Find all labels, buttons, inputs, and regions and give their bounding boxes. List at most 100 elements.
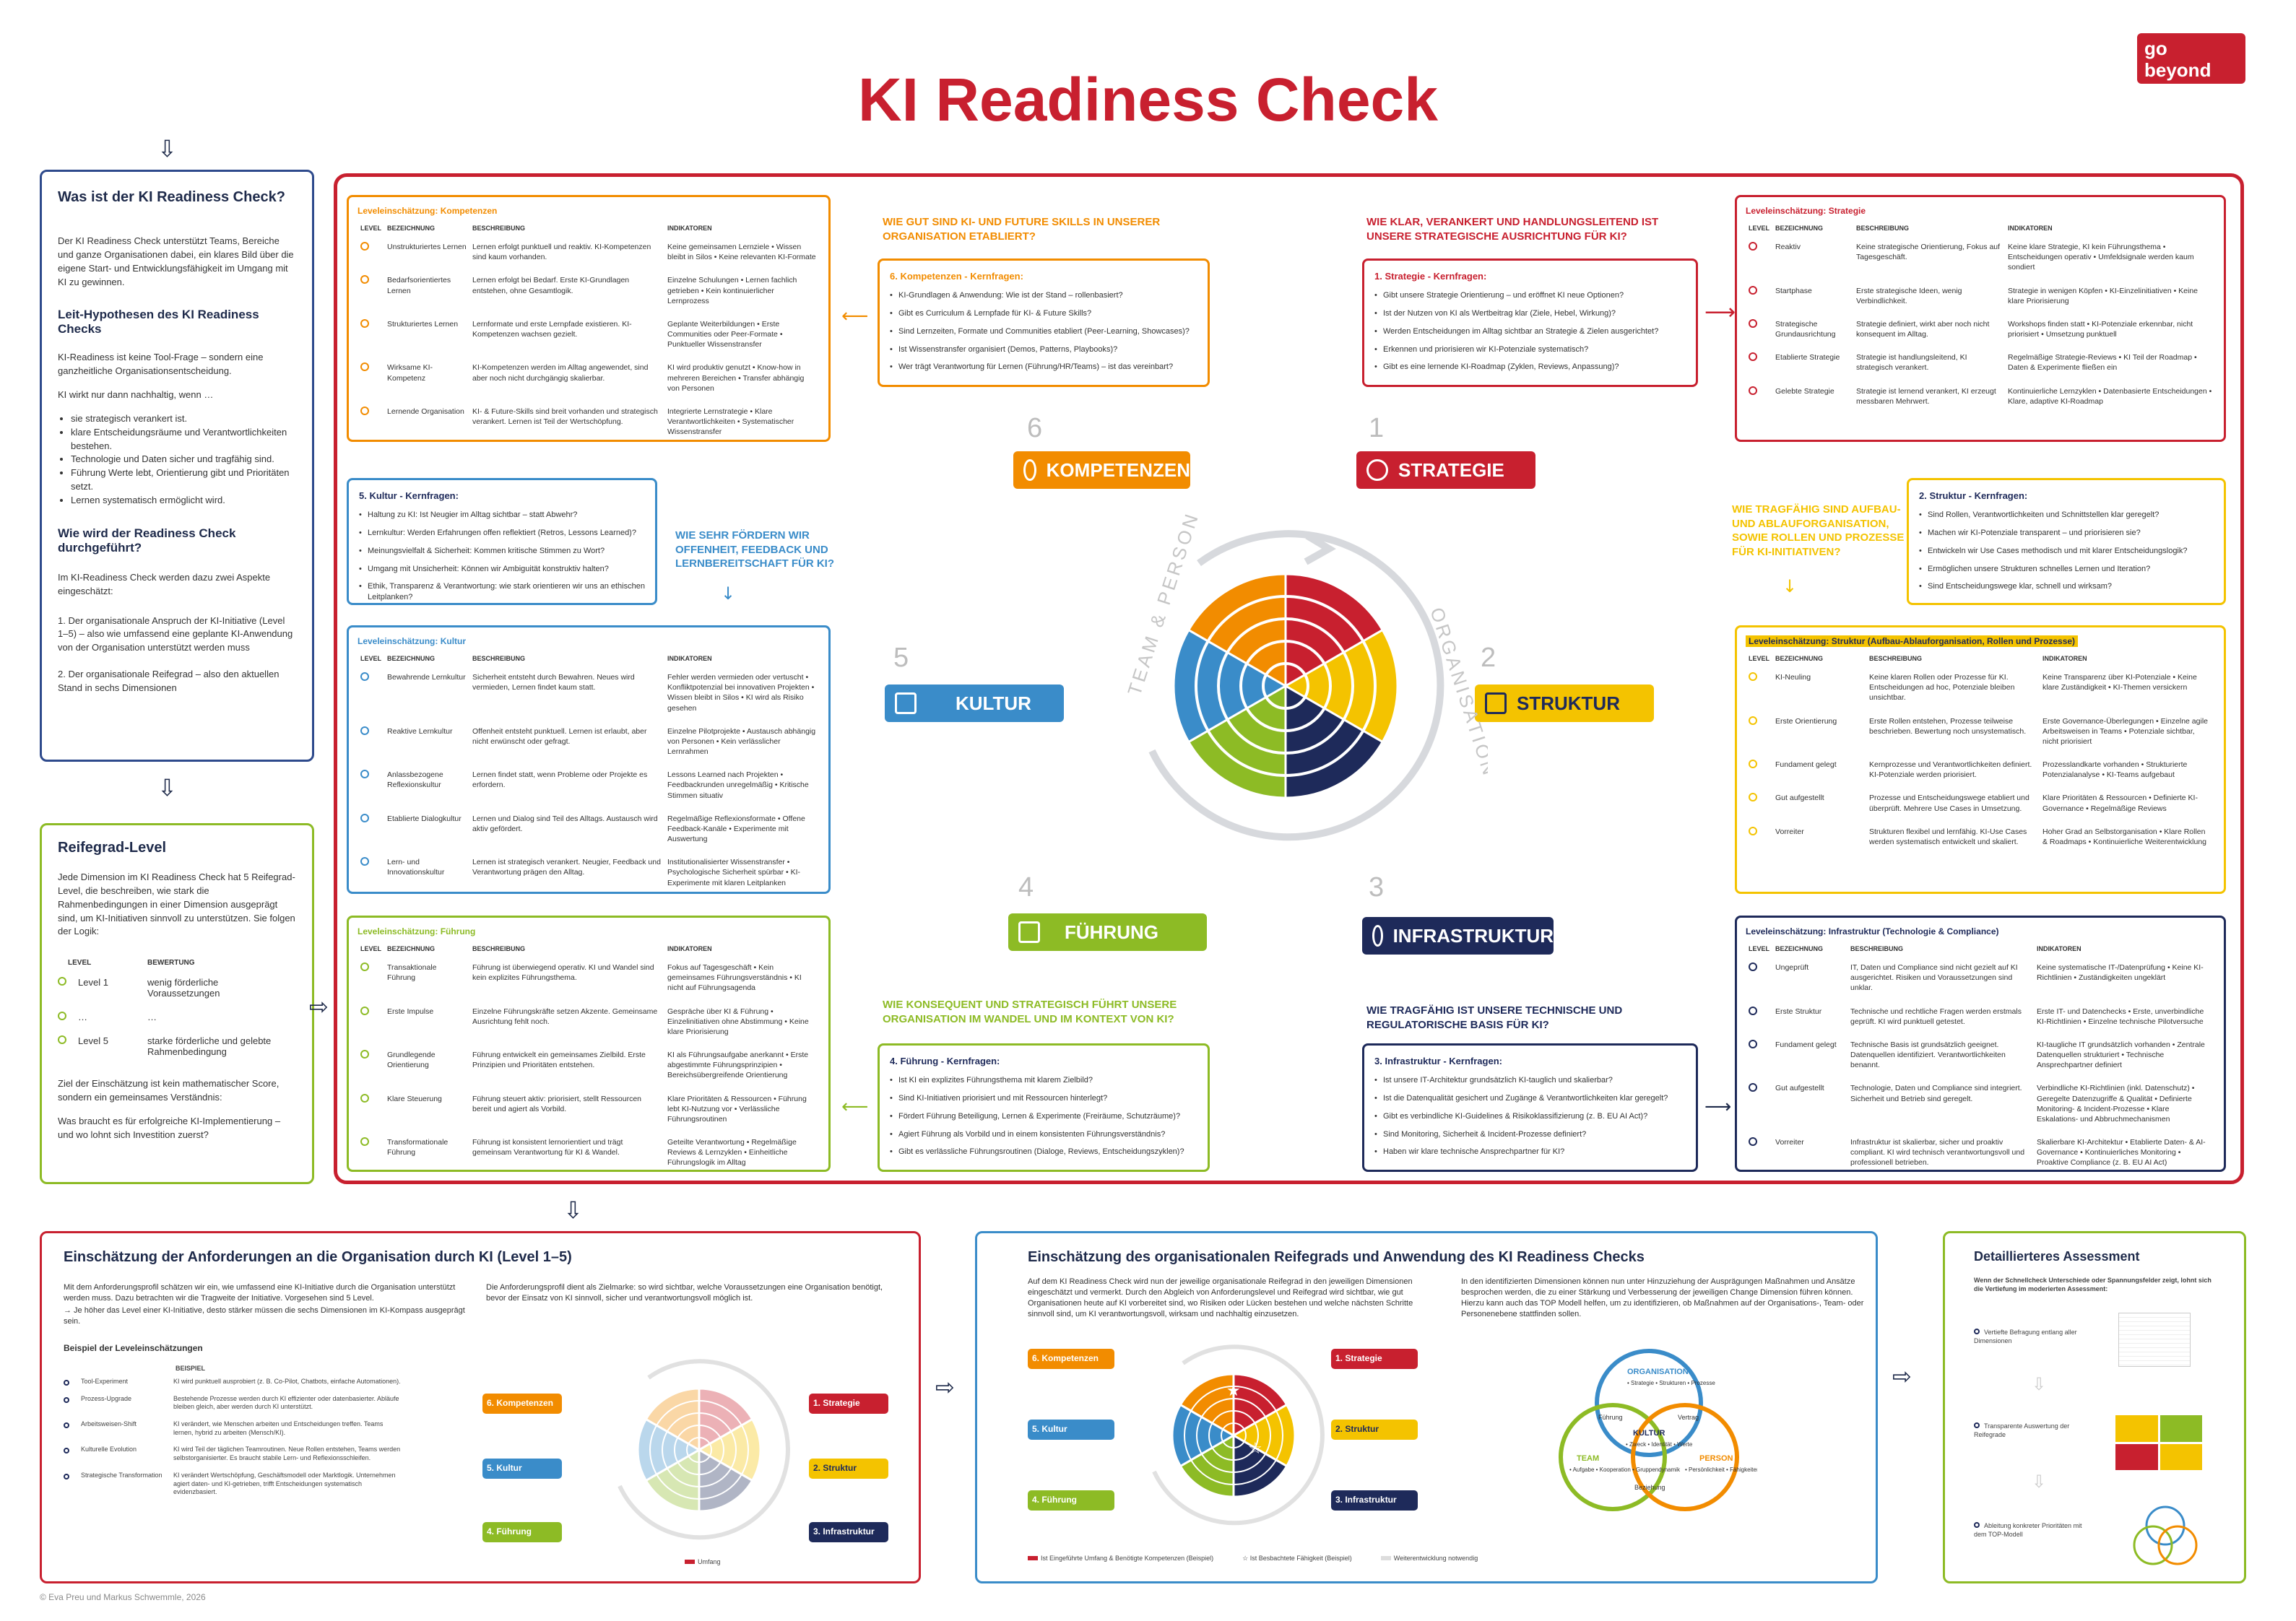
level-dot-icon: [360, 1006, 369, 1015]
kernfrage-item: Gibt es eine lernende KI-Roadmap (Zyklen…: [1374, 362, 1686, 373]
kernfrage-item: Ist der Nutzen von KI als Wertbeitrag kl…: [1374, 308, 1686, 319]
hypothesis-item: sie strategisch verankert ist.: [71, 412, 296, 426]
hypothesis-title: Leit-Hypothesen des KI Readiness Checks: [58, 308, 259, 336]
kernfrage-item: Haltung zu KI: Ist Neugier im Alltag sic…: [359, 510, 645, 521]
anforderungen-card: Einschätzung der Anforderungen an die Or…: [40, 1231, 921, 1583]
mini-label-struktur: 2. Struktur: [809, 1459, 888, 1479]
level-dot-icon: [1749, 793, 1757, 802]
venn-team: TEAM: [1577, 1454, 1599, 1463]
kernfrage-item: Entwickeln wir Use Cases methodisch und …: [1919, 546, 2214, 557]
kernfragen-title: 1. Strategie - Kernfragen:: [1374, 271, 1487, 282]
mini-label-infrastruktur: 3. Infrastruktur: [809, 1522, 888, 1542]
level-dot-icon: [1749, 1006, 1757, 1015]
level-dot-icon: [360, 672, 369, 681]
reifegrad-goal: Ziel der Einschätzung ist kein mathemati…: [58, 1078, 280, 1103]
target-icon: [1366, 459, 1388, 481]
kernfragen-fuehrung: 4. Führung - Kernfragen: Ist KI ein expl…: [878, 1043, 1210, 1172]
dimension-pill-kultur[interactable]: KULTUR: [885, 685, 1064, 722]
level-dot-icon: [360, 362, 369, 372]
reifegrad-level: …: [78, 1012, 87, 1023]
anforderungen-text-2: → Je höher das Level einer KI-Initiative…: [64, 1306, 465, 1326]
dimension-pill-kompetenzen[interactable]: KOMPETENZEN: [1013, 451, 1190, 489]
atom-icon: [1372, 925, 1383, 947]
dimension-pill-struktur[interactable]: STRUKTUR: [1475, 685, 1654, 722]
page-title: KI Readiness Check: [857, 66, 1438, 134]
level-title: Leveleinschätzung: Strategie: [1746, 206, 1866, 216]
dimension-label: STRATEGIE: [1398, 459, 1504, 481]
venn-person-items: • Persönlichkeit • Fähigkeiten • Rolle •…: [1685, 1466, 1757, 1473]
footer-copyright: © Eva Preu und Markus Schwemmle, 2026: [40, 1592, 206, 1602]
hypothesis-item: klare Entscheidungsräume und Verantwortl…: [71, 426, 296, 453]
arrow-down-icon: ⇩: [157, 135, 177, 162]
mini-label-kompetenzen: 6. Kompetenzen: [482, 1394, 562, 1414]
dimension-label: KULTUR: [956, 692, 1031, 714]
matrix-image: [2115, 1415, 2202, 1470]
dimension-pill-fuehrung[interactable]: FÜHRUNG: [1008, 913, 1207, 951]
wheel-slice: [1187, 573, 1287, 688]
kernfrage-item: Sind Rollen, Verantwortlichkeiten und Sc…: [1919, 510, 2214, 521]
kernfrage-item: Ist KI ein explizites Führungsthema mit …: [890, 1075, 1197, 1086]
legend-2: ☆ Ist Besbachtete Fähigkeit (Beispiel): [1242, 1555, 1352, 1562]
kernfrage-item: Ist Wissenstransfer organisiert (Demos, …: [890, 344, 1197, 355]
wheel-ring: [1221, 1422, 1247, 1448]
dimension-pill-infrastruktur[interactable]: INFRASTRUKTUR: [1362, 917, 1554, 955]
kernfrage-item: Ist unsere IT-Architektur grundsätzlich …: [1374, 1075, 1686, 1086]
level-dot-icon: [360, 857, 369, 866]
assessment-card: Detaillierteres Assessment Wenn der Schn…: [1943, 1231, 2246, 1583]
hypothesis-item: Lernen systematisch ermöglicht wird.: [71, 494, 296, 508]
hypothesis-item: Führung Werte lebt, Orientierung gibt un…: [71, 466, 296, 494]
anforderungen-text-3: Die Anforderungsprofil dient als Zielmar…: [486, 1283, 883, 1303]
arrow-down-icon: ⇩: [2032, 1472, 2047, 1492]
level-dot-icon: [360, 318, 369, 328]
reifegrad-level: Level 1: [78, 977, 108, 988]
how-point-1: 1. Der organisationale Anspruch der KI-I…: [58, 614, 293, 653]
dimension-label: STRUKTUR: [1517, 692, 1620, 714]
arrow-right-icon: ⟶: [1704, 1096, 1732, 1118]
wheel-slice: [698, 1448, 754, 1513]
venn-team-items: • Aufgabe • Kooperation • Gruppendynamik: [1569, 1466, 1681, 1473]
level-dot-icon: [360, 1137, 369, 1147]
arrow-down-icon: ↓: [1782, 576, 1798, 596]
level-dot-icon: [1749, 826, 1757, 835]
dimension-label: KOMPETENZEN: [1046, 459, 1190, 481]
dimension-pill-strategie[interactable]: STRATEGIE: [1356, 451, 1535, 489]
level-dot-icon: [58, 1035, 66, 1045]
reifegrad-bewertung: wenig förderliche Voraussetzungen: [147, 977, 220, 999]
wheel-ring: [1217, 617, 1354, 755]
legend-1: Ist Eingeführte Umfang & Benötigte Kompe…: [1028, 1555, 1213, 1563]
venn-organisation-items: • Strategie • Strukturen • Prozesse: [1627, 1380, 1715, 1386]
mini-label-strategie: 1. Strategie: [1331, 1349, 1418, 1369]
level-dot-icon: [1749, 1137, 1757, 1147]
wheel-ring: [1239, 640, 1332, 732]
level-box-infrastruktur: Leveleinschätzung: Infrastruktur (Techno…: [1735, 916, 2226, 1172]
kernfrage-item: Ethik, Transparenz & Verantwortung: wie …: [359, 581, 645, 603]
arrow-right-icon: ⇨: [1892, 1363, 1912, 1390]
level-dot-icon: [360, 813, 369, 822]
level-dot-icon: [1749, 672, 1757, 681]
level-dot-icon: [1749, 716, 1757, 725]
reifegrad-row: Level 5 starke förderliche und gelebte R…: [58, 1035, 296, 1057]
star-icon: ★: [1226, 1382, 1241, 1400]
mini-label-strategie: 1. Strategie: [809, 1394, 888, 1414]
wheel-slice: [698, 1387, 754, 1452]
level-title: Leveleinschätzung: Führung: [358, 926, 476, 936]
legend-umfang: Umfang: [685, 1558, 721, 1567]
hypothesis-text-2: KI wirkt nur dann nachhaltig, wenn …: [58, 389, 214, 401]
questionnaire-image: [2118, 1313, 2191, 1367]
venn-kultur-items: • Zweck • Identität • Werte: [1626, 1441, 1693, 1448]
